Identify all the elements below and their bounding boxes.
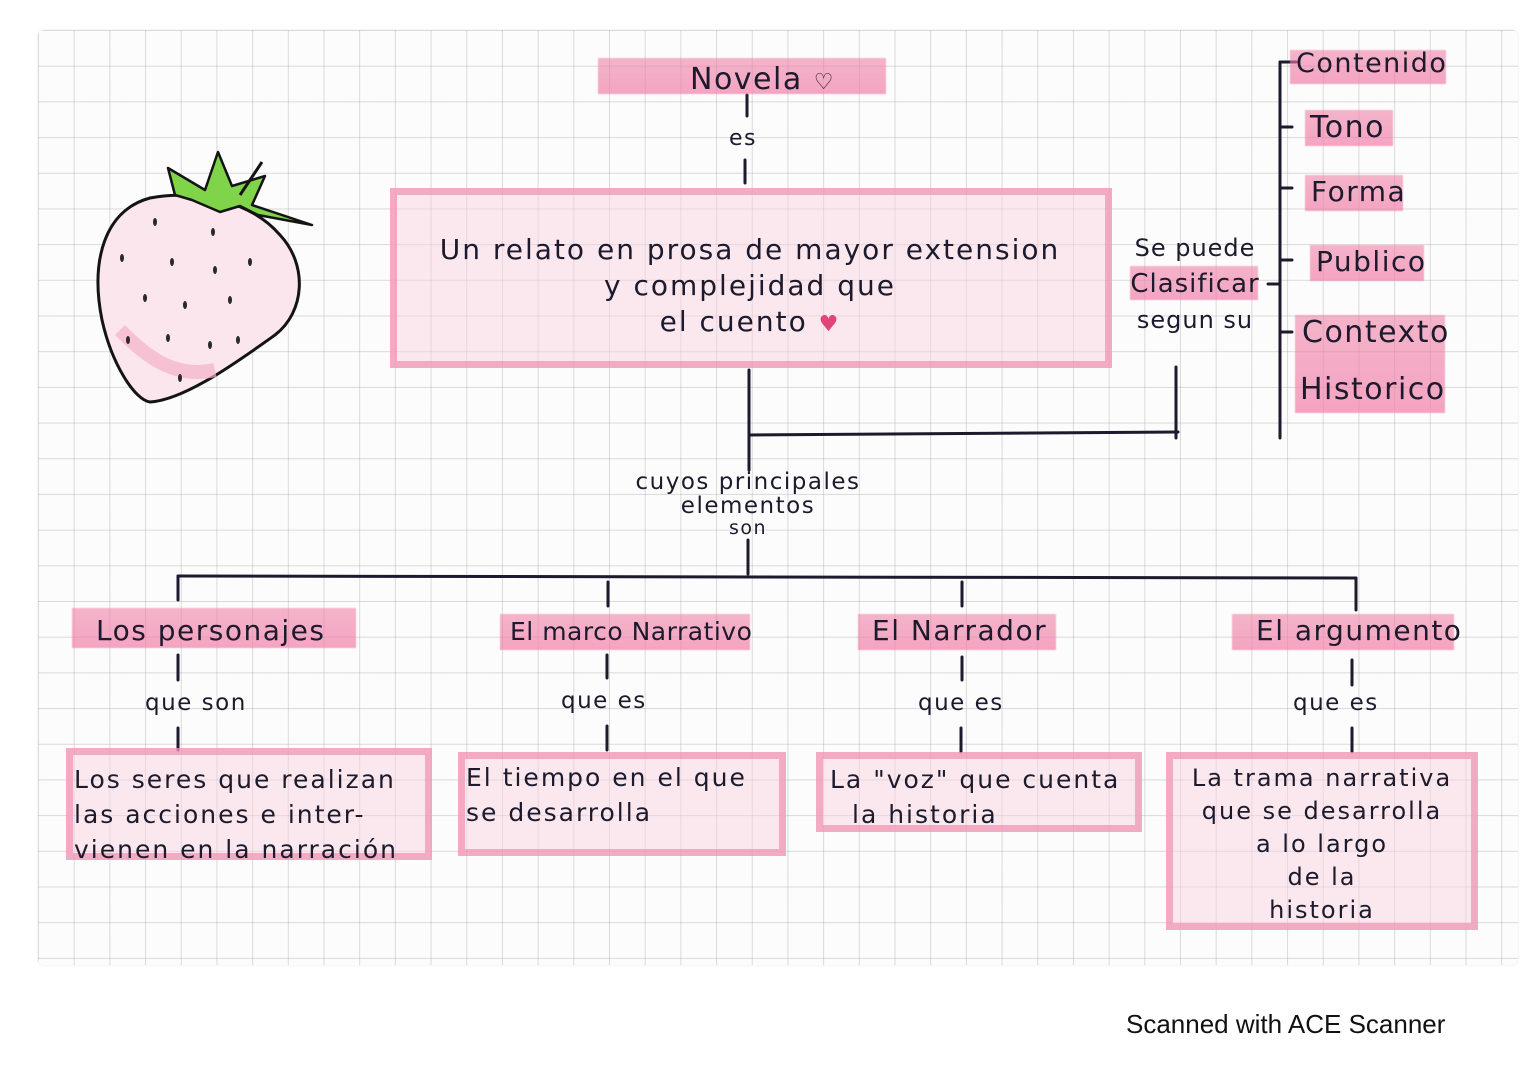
element-label-highlight xyxy=(72,608,356,648)
element-line: La trama narrativa xyxy=(1191,764,1453,792)
element-line: El tiempo en el que xyxy=(466,763,747,792)
classify-text: Se puede Clasificar segun su xyxy=(1120,230,1270,338)
element-label-highlight xyxy=(500,614,750,650)
criterion-forma: Forma xyxy=(1311,175,1407,208)
classify-highlight xyxy=(1130,266,1258,300)
middle-line: elementos xyxy=(680,493,816,519)
element-line: la historia xyxy=(852,800,998,829)
element-label-marco: El marco Narrativo xyxy=(510,617,753,646)
definition-line: el cuento ♥ xyxy=(659,305,841,338)
classify-line: Clasificar xyxy=(1130,269,1260,299)
element-line: que se desarrolla xyxy=(1201,797,1443,825)
heart-icon: ♥ xyxy=(818,312,841,337)
criteria-highlight xyxy=(1310,245,1424,281)
element-link: que es xyxy=(1293,690,1379,716)
criteria-highlight xyxy=(1290,50,1446,84)
element-link: que son xyxy=(145,690,247,716)
criterion-publico: Publico xyxy=(1316,245,1427,278)
middle-line: cuyos principales xyxy=(635,469,861,495)
element-line: de la xyxy=(1287,863,1357,891)
element-line: las acciones e inter- xyxy=(74,800,366,829)
definition-line: y complejidad que xyxy=(604,269,896,302)
middle-line: son xyxy=(728,517,768,539)
element-line: a lo largo xyxy=(1255,830,1389,858)
criterion-historico: Historico xyxy=(1300,372,1446,407)
scanner-watermark: Scanned with ACE Scanner xyxy=(1126,1009,1446,1039)
element-box-personajes xyxy=(66,748,432,860)
element-line: Los seres que realizan xyxy=(74,765,396,794)
element-label-highlight xyxy=(858,614,1056,650)
criterion-tono: Tono xyxy=(1310,110,1385,145)
heart-icon: ♡ xyxy=(813,70,836,95)
element-line: se desarrolla xyxy=(466,798,653,827)
element-box-argumento xyxy=(1166,752,1478,930)
element-link: que es xyxy=(918,690,1004,716)
page-title: Novela ♡ xyxy=(690,62,835,97)
criteria-highlight xyxy=(1305,175,1403,211)
element-link: que es xyxy=(561,688,647,714)
definition-line: Un relato en prosa de mayor extension xyxy=(439,233,1061,266)
title-text: Novela xyxy=(690,62,803,97)
definition-text: Un relato en prosa de mayor extension y … xyxy=(400,232,1100,343)
element-line: historia xyxy=(1269,896,1375,924)
title-highlight xyxy=(598,58,886,94)
element-box-marco xyxy=(458,752,786,856)
element-label-personajes: Los personajes xyxy=(96,614,326,647)
element-label-narrador: El Narrador xyxy=(872,614,1048,647)
element-line: vienen en la narración xyxy=(74,835,398,864)
strawberry-icon xyxy=(96,150,314,404)
middle-phrase: cuyos principales elementos son xyxy=(598,470,898,538)
element-line: La "voz" que cuenta xyxy=(830,765,1121,794)
classify-line: Se puede xyxy=(1134,234,1256,262)
criteria-highlight xyxy=(1295,315,1445,413)
criteria-highlight xyxy=(1305,110,1393,146)
element-box-narrador xyxy=(816,752,1142,832)
element-label-highlight xyxy=(1232,614,1454,650)
element-text-narrador: La "voz" que cuenta la historia xyxy=(830,762,1120,832)
classify-line: segun su xyxy=(1136,306,1254,334)
element-text-personajes: Los seres que realizan las acciones e in… xyxy=(74,762,398,867)
element-text-marco: El tiempo en el que se desarrolla xyxy=(466,760,747,830)
link-es: es xyxy=(729,126,757,151)
criterion-contexto: Contexto xyxy=(1302,315,1450,350)
element-label-argumento: El argumento xyxy=(1256,614,1463,647)
definition-box xyxy=(390,188,1112,368)
criterion-contenido: Contenido xyxy=(1296,48,1448,79)
element-text-argumento: La trama narrativa que se desarrolla a l… xyxy=(1176,762,1468,927)
